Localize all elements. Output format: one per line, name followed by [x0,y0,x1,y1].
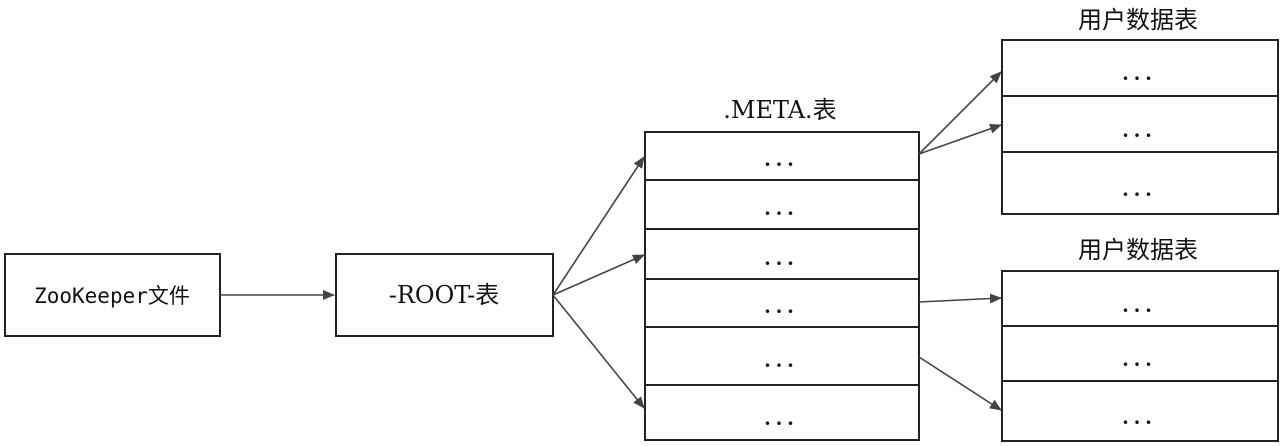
arrow-meta-to-user1-row2 [918,123,1002,155]
user-table-row-text: ... [1123,60,1158,85]
root-table-node: -ROOT-表 [335,253,554,337]
meta-row-text: ... [765,195,800,220]
arrow-meta-to-user1-row1 [918,71,1002,155]
meta-row-text: ... [765,405,800,430]
zookeeper-label: ZooKeeper文件 [34,284,190,308]
user-table-row [1001,270,1279,327]
user-table-1: ... ... ... [1001,39,1279,215]
user-table-row-text: ... [1123,117,1158,142]
user-table-row-text: ... [1123,292,1158,317]
user-table-row [1001,151,1279,215]
user-table-row [1001,39,1279,97]
meta-row-text: ... [765,146,800,171]
meta-row [644,278,920,328]
meta-table-title: .META.表 [723,96,836,124]
meta-row [644,326,920,386]
meta-row-text: ... [765,245,800,270]
meta-row [644,228,920,280]
arrow-meta-to-user2-row3 [918,356,1002,411]
meta-row [644,384,920,441]
user-table-row [1001,380,1279,442]
user-table-row-text: ... [1123,176,1158,201]
arrow-root-to-meta-6 [552,294,645,409]
user-table-row [1001,95,1279,153]
user-table-row [1001,325,1279,382]
root-label: -ROOT-表 [389,281,500,309]
user-table-1-title: 用户数据表 [1078,6,1198,34]
arrow-root-to-meta-3 [552,254,645,296]
user-table-2-title: 用户数据表 [1078,236,1198,264]
meta-row-text: ... [765,347,800,372]
user-table-row-text: ... [1123,404,1158,429]
arrow-meta-to-user2-row1 [918,293,1002,304]
meta-row-text: ... [765,293,800,318]
user-table-2: ... ... ... [1001,270,1279,442]
zookeeper-file-node: ZooKeeper文件 [4,253,221,337]
arrow-root-to-meta-1 [552,156,645,296]
meta-table: ... ... ... ... ... ... [644,131,920,441]
user-table-row-text: ... [1123,346,1158,371]
